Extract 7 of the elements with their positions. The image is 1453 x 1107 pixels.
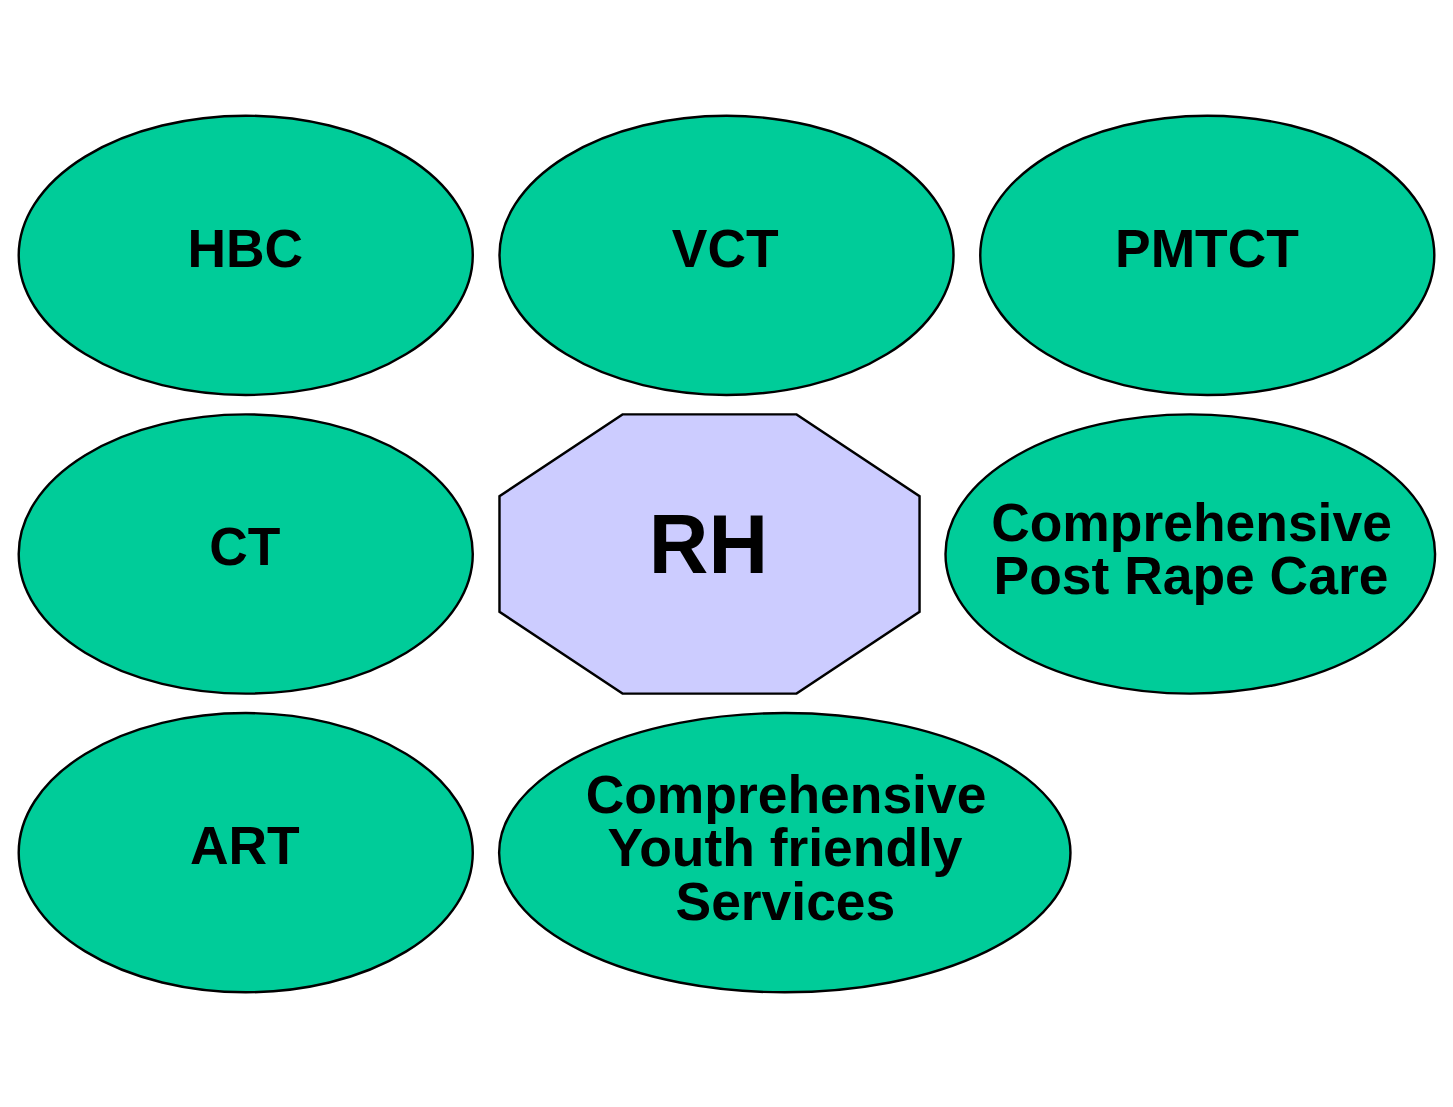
node-ellipse: HBC (17, 114, 474, 396)
node-ellipse: VCT (497, 114, 955, 396)
node-ellipse: ART (17, 711, 474, 993)
node-ellipse: PMTCT (978, 114, 1436, 396)
node-ellipse: Comprehensive Post Rape Care (943, 412, 1436, 695)
node-ellipse: CT (17, 412, 474, 695)
node-ellipse: Comprehensive Youth friendly Services (497, 711, 1072, 993)
